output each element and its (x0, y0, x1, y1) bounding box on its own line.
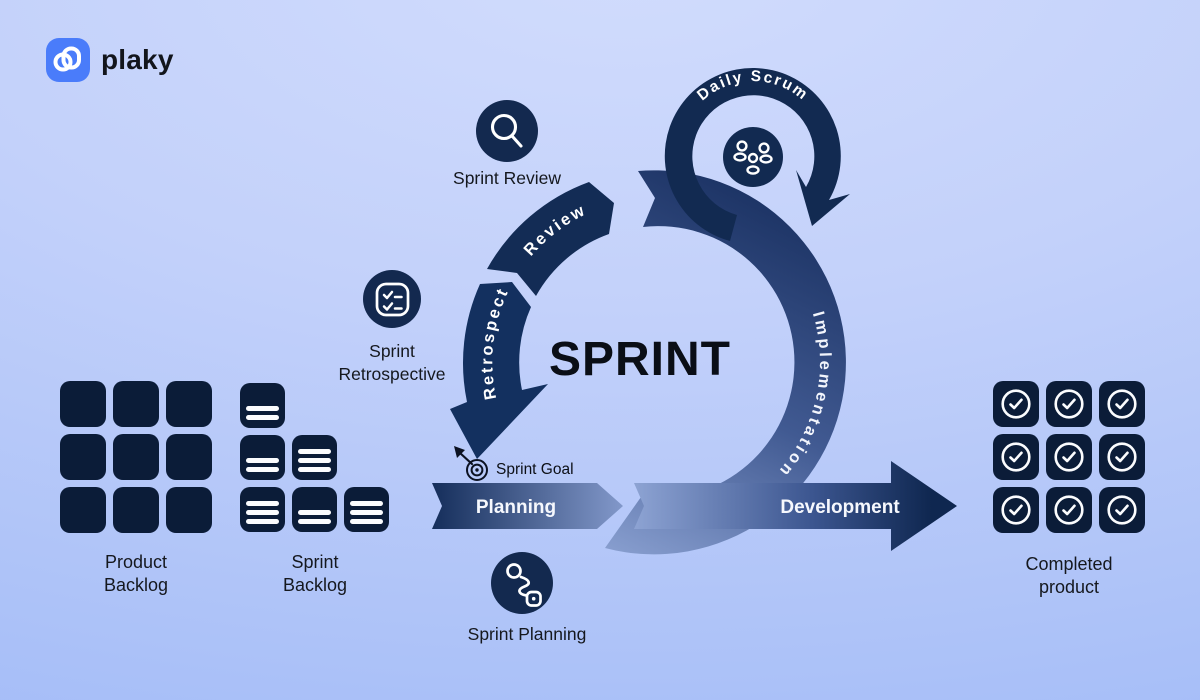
done-item (1099, 381, 1145, 427)
target-dart-icon (454, 446, 488, 481)
magnifier-icon (490, 113, 523, 148)
daily-scrum-circle (723, 127, 783, 187)
task-card (240, 487, 285, 532)
sprint-review-icon (476, 100, 538, 162)
daily-scrum-loop (664, 68, 850, 241)
check-icon (1054, 442, 1084, 472)
sprint-planning-label: Sprint Planning (467, 624, 587, 644)
check-icon (1001, 495, 1031, 525)
team-huddle-icon (733, 140, 773, 175)
check-icon (1001, 389, 1031, 419)
check-icon (1054, 495, 1084, 525)
backlog-item (166, 381, 212, 427)
sprint-retrospective-line2: Retrospective (338, 364, 446, 384)
check-icon (1054, 389, 1084, 419)
checklist-icon (375, 282, 410, 317)
check-icon (1107, 495, 1137, 525)
planning-arrow (432, 483, 623, 529)
backlog-item (113, 381, 159, 427)
sprint-planning-icon (491, 552, 553, 614)
retrospect-arrow (450, 282, 548, 459)
check-icon (1107, 389, 1137, 419)
product-backlog-line1: Product (104, 552, 168, 572)
task-card (292, 435, 337, 480)
done-item (993, 381, 1039, 427)
review-arc (487, 182, 614, 296)
task-card (240, 435, 285, 480)
product-backlog-label: Product Backlog (46, 551, 226, 597)
backlog-item (113, 434, 159, 480)
done-item (1099, 434, 1145, 480)
development-arrow (634, 461, 957, 551)
sprint-retrospective-icon (363, 270, 421, 328)
plaky-wordmark: plaky (101, 44, 174, 75)
done-item (1099, 487, 1145, 533)
sprint-title: SPRINT (549, 333, 731, 386)
completed-product-grid (993, 381, 1145, 533)
sprint-backlog-line2: Backlog (282, 575, 348, 595)
product-backlog-line2: Backlog (103, 575, 169, 595)
plaky-logo-icon (46, 38, 90, 82)
done-item (993, 434, 1039, 480)
product-backlog-grid (60, 381, 212, 533)
plaky-logo: plaky (46, 38, 174, 82)
planning-arrow-label: Planning (476, 497, 556, 518)
backlog-item (60, 434, 106, 480)
completed-product-line2: product (1038, 577, 1100, 597)
completed-product-line1: Completed (1025, 554, 1113, 574)
check-icon (1001, 442, 1031, 472)
check-icon (1107, 442, 1137, 472)
backlog-item (166, 434, 212, 480)
done-item (993, 487, 1039, 533)
task-card (344, 487, 389, 532)
done-item (1046, 434, 1092, 480)
done-item (1046, 381, 1092, 427)
sprint-goal-label: Sprint Goal (496, 461, 574, 478)
task-card (240, 383, 285, 428)
sprint-retrospective-line1: Sprint (369, 341, 415, 361)
task-card (292, 487, 337, 532)
completed-product-label: Completed product (979, 553, 1159, 599)
done-item (1046, 487, 1092, 533)
sprint-review-label: Sprint Review (453, 168, 561, 188)
backlog-item (60, 381, 106, 427)
backlog-item (60, 487, 106, 533)
implementation-arc (605, 170, 846, 555)
sprint-backlog-label: Sprint Backlog (225, 551, 405, 597)
route-icon (506, 563, 542, 607)
development-arrow-label: Development (780, 497, 900, 518)
backlog-item (113, 487, 159, 533)
sprint-retrospective-label: Sprint Retrospective (302, 340, 482, 386)
sprint-backlog-line1: Sprint (291, 552, 339, 572)
backlog-item (166, 487, 212, 533)
